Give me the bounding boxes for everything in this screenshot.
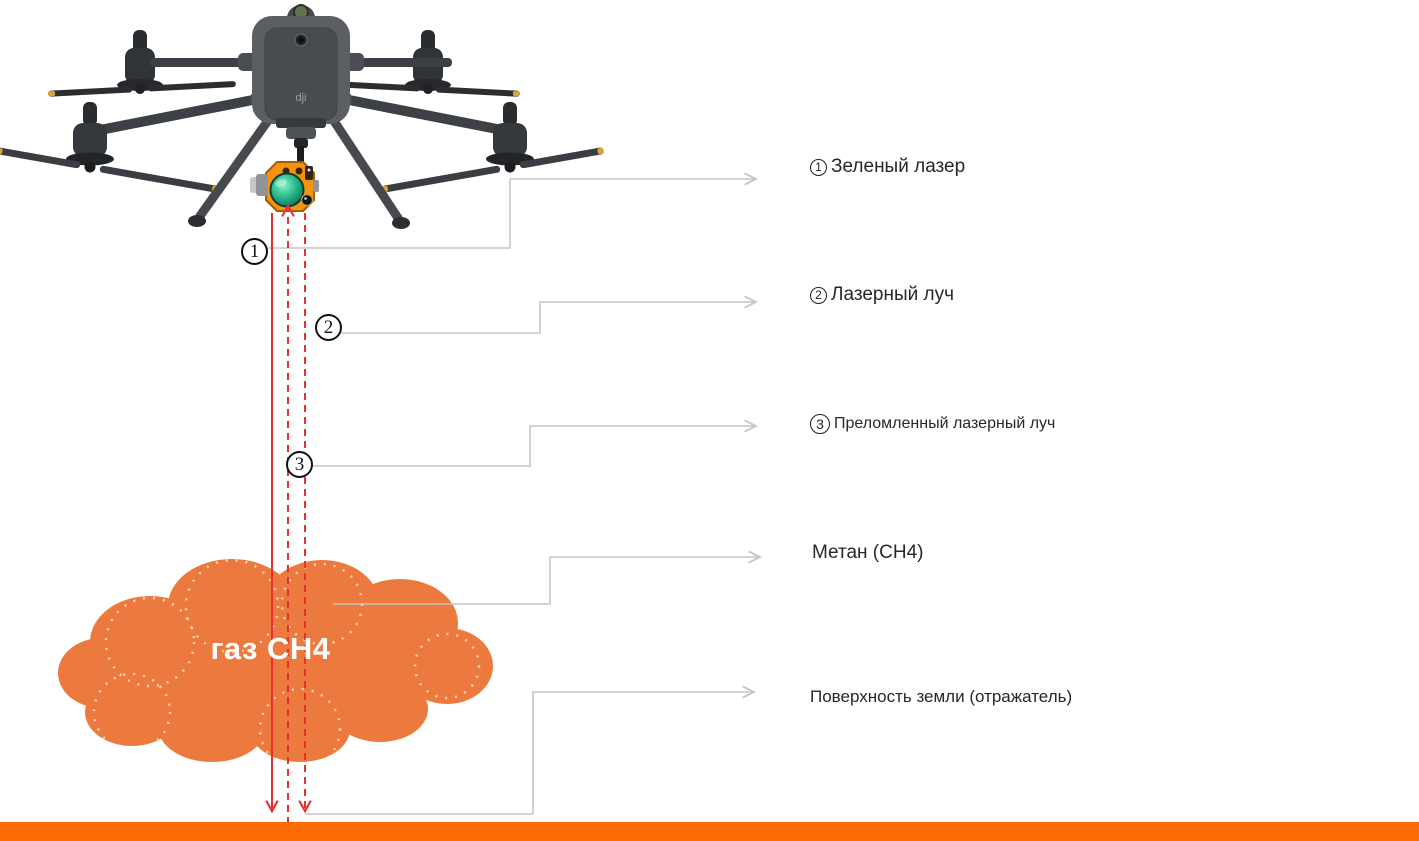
callout-lines (268, 172, 763, 815)
ground-surface-bar (0, 822, 1419, 841)
legend-badge-1: 1 (810, 158, 827, 176)
rear-left-arm (150, 58, 262, 67)
rear-right-arm (340, 58, 452, 67)
beam-marker-2: 2 (315, 314, 342, 341)
legend-item-refracted-beam: 3 Преломленный лазерный луч (810, 414, 1055, 434)
gas-sensor-payload (250, 161, 319, 212)
legend-badge-2: 2 (810, 286, 827, 304)
aux-camera (300, 193, 314, 207)
rear-right-rotor (332, 30, 520, 97)
gimbal-rod (297, 146, 304, 163)
legend-item-laser-beam: 2 Лазерный луч (810, 284, 954, 307)
gas-cloud (58, 558, 493, 771)
legend-text-laser-beam: Лазерный луч (831, 284, 954, 305)
beam-marker-1: 1 (241, 238, 268, 265)
legend-item-green-laser: 1 Зеленый лазер (810, 156, 965, 179)
side-mount-cylinder (256, 174, 268, 196)
legend-text-ground: Поверхность земли (отражатель) (810, 687, 1073, 706)
beam-marker-3: 3 (286, 451, 313, 478)
legend-text-green-laser: Зеленый лазер (831, 156, 966, 177)
legend-badge-3: 3 (810, 414, 830, 434)
rear-left-rotor (48, 30, 236, 97)
laser-lens (269, 172, 305, 208)
laser-beams (265, 203, 312, 824)
callout-line-green-laser (268, 172, 759, 249)
landing-leg-left (195, 110, 277, 221)
drone-logo: dji (295, 92, 306, 104)
gas-cloud-label: газ CH4 (210, 631, 331, 666)
beam-marker-1-number: 1 (249, 241, 260, 262)
legend-text-methane: Метан (CH4) (812, 542, 924, 563)
legend-item-ground: Поверхность земли (отражатель) (810, 687, 1072, 707)
front-left-arm (95, 94, 263, 135)
legend-text-refracted-beam: Преломленный лазерный луч (834, 415, 1056, 433)
legend-item-methane: Метан (CH4) (812, 542, 923, 565)
landing-leg-right (325, 110, 403, 223)
callout-line-laser-beam (322, 295, 759, 334)
front-right-rotor (381, 102, 604, 193)
callout-line-ground (305, 685, 757, 815)
beam-marker-3-number: 3 (294, 454, 305, 475)
callout-line-methane (333, 550, 763, 605)
drone-illustration: dji (0, 4, 604, 229)
front-left-rotor (0, 102, 219, 193)
drone-body: dji (252, 4, 350, 163)
beam-marker-2-number: 2 (323, 317, 334, 338)
front-right-arm (339, 94, 507, 135)
callout-line-refracted-beam (296, 419, 759, 467)
